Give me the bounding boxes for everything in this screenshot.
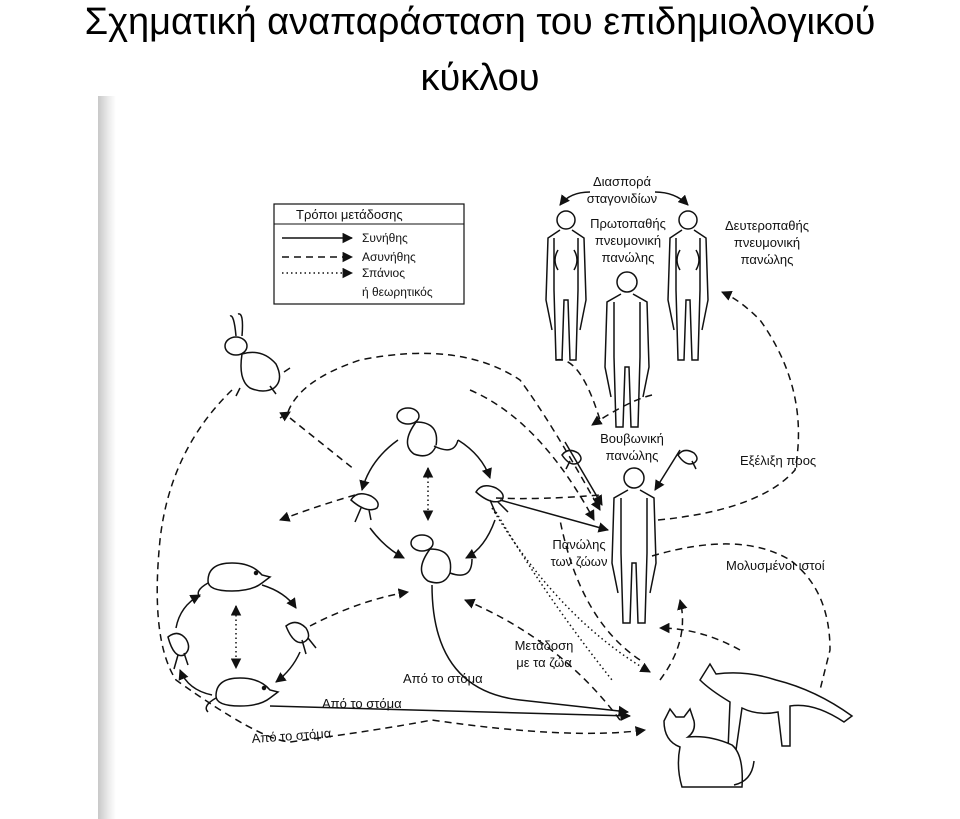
label-oral-3: Από το στόμα <box>251 725 332 746</box>
legend-box: Τρόποι μετάδοσης Συνήθης Ασυνήθης Σπάνιο… <box>273 203 465 305</box>
human-primary-left <box>545 210 587 361</box>
page-title-line2: κύκλου <box>420 57 540 99</box>
human-primary-right <box>667 210 709 361</box>
legend-rare: Σπάνιος <box>362 266 405 280</box>
scan-edge <box>98 96 116 819</box>
label-infected-tissue: Μολυσμένοι ιστοί <box>726 558 825 573</box>
label-animal-plague-2: των ζώων <box>551 554 608 569</box>
wolf-icon <box>699 662 854 751</box>
hare-icon <box>224 313 291 397</box>
label-droplet-2: σταγονιδίων <box>587 191 657 206</box>
label-secondary-3: πανώλης <box>741 252 794 267</box>
label-primary-2: πνευμονική <box>595 233 661 248</box>
flea-left-icon <box>167 632 190 670</box>
animal-figures <box>167 313 854 788</box>
legend-heading: Τρόποι μετάδοσης <box>296 207 403 222</box>
label-bubonic-2: πανώλης <box>606 448 659 463</box>
legend-uncommon: Ασυνήθης <box>362 250 416 264</box>
legend-common: Συνήθης <box>362 231 408 245</box>
page-title-line1: Σχηματική αναπαράσταση του επιδημιολογικ… <box>84 1 876 43</box>
label-transmission-1: Μετάδοση <box>515 638 574 653</box>
transmission-arrows <box>156 191 831 743</box>
label-evolution: Εξέλιξη προς <box>740 453 816 468</box>
label-bubonic-1: Βουβωνική <box>600 431 664 446</box>
flea-right-icon <box>285 621 317 655</box>
rat-bottom-icon <box>205 677 280 713</box>
human-center-top <box>604 271 650 428</box>
label-oral-2: Από το στόμα <box>322 696 402 711</box>
label-secondary-1: Δευτεροπαθής <box>725 218 809 233</box>
label-droplet-1: Διασπορά <box>593 174 652 189</box>
label-transmission-2: με τα ζώα <box>516 655 572 670</box>
legend-theoretical: ή θεωρητικός <box>362 285 433 299</box>
human-figures <box>545 210 709 624</box>
gerbil-bottom-icon <box>410 534 473 584</box>
label-animal-plague-1: Πανώλης <box>552 537 605 552</box>
label-secondary-2: πνευμονική <box>734 235 800 250</box>
cat-icon <box>663 707 755 788</box>
label-oral-1: Από το στόμα <box>403 671 483 686</box>
flea-top-left-icon <box>350 493 379 523</box>
label-primary-3: πανώλης <box>602 250 655 265</box>
rat-top-icon <box>197 562 272 598</box>
human-bubonic <box>611 467 657 624</box>
flea-top-right-icon <box>475 485 509 515</box>
label-primary-1: Πρωτοπαθής <box>590 216 666 231</box>
flea-bubonic-right-icon <box>677 449 698 470</box>
gerbil-top-icon <box>396 407 459 457</box>
